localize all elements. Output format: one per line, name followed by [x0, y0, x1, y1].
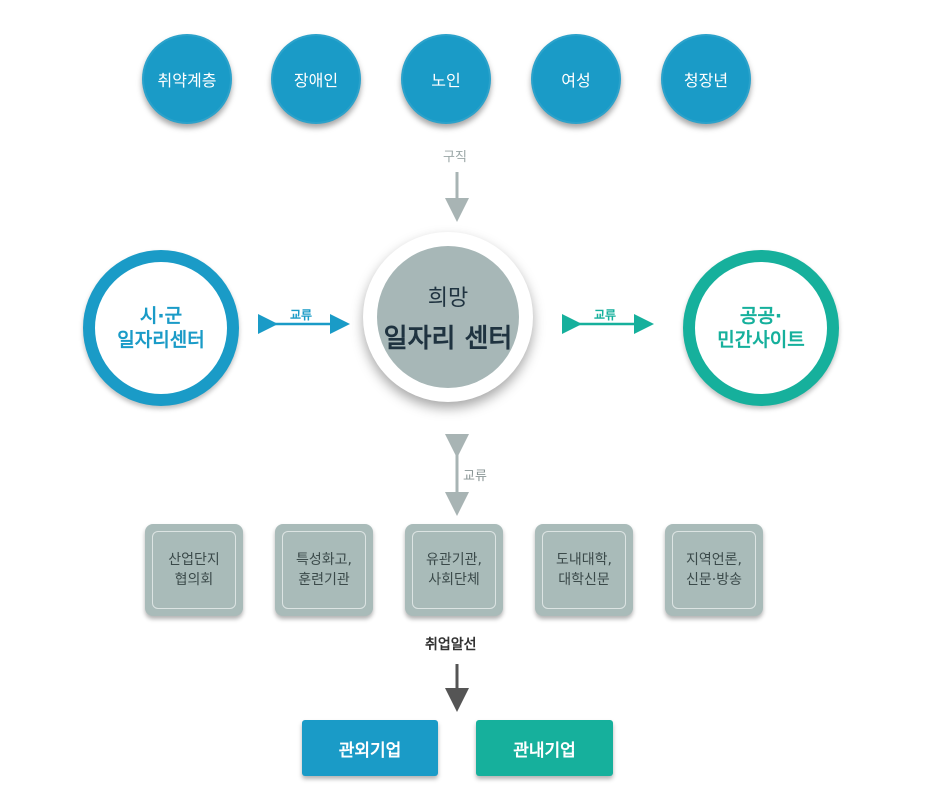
city-job-center-line2: 일자리센터 — [117, 329, 205, 351]
org-line2: 협의회 — [174, 572, 214, 588]
org-box-schools: 특성화고, 훈련기관 — [275, 524, 373, 616]
vertical-exchange-label: 교류 — [463, 469, 487, 484]
group-label: 장애인 — [293, 71, 339, 90]
inside-companies-box: 관내기업 — [476, 720, 613, 776]
group-circle-women: 여성 — [531, 34, 621, 124]
group-label: 여성 — [561, 71, 591, 90]
public-private-sites-line1: 공공· — [739, 305, 783, 327]
org-box-agencies: 유관기관, 사회단체 — [405, 524, 503, 616]
org-line1: 지역언론, — [686, 552, 742, 568]
right-exchange-label: 교류 — [594, 308, 617, 322]
org-line2: 대학신문 — [558, 572, 610, 588]
org-line1: 산업단지 — [168, 552, 220, 568]
center-hub: 희망 일자리 센터 — [377, 246, 519, 388]
group-label: 취약계층 — [157, 71, 217, 90]
org-line2: 훈련기관 — [298, 572, 350, 588]
group-circle-vulnerable: 취약계층 — [142, 34, 232, 124]
org-line2: 사회단체 — [428, 572, 480, 588]
org-line1: 유관기관, — [426, 552, 482, 568]
city-job-center-line1: 시·군 — [139, 305, 183, 327]
outside-companies-box: 관외기업 — [302, 720, 438, 776]
city-job-center: 시·군 일자리센터 — [83, 250, 239, 406]
org-box-universities: 도내대학, 대학신문 — [535, 524, 633, 616]
group-label: 청장년 — [683, 71, 729, 90]
center-title-line2: 일자리 센터 — [383, 323, 513, 354]
org-box-media: 지역언론, 신문·방송 — [665, 524, 763, 616]
org-line1: 도내대학, — [556, 552, 612, 568]
center-title-line1: 희망 — [427, 285, 469, 311]
job-placement-label: 취업알선 — [425, 637, 477, 653]
public-private-sites: 공공· 민간사이트 — [683, 250, 839, 406]
left-exchange-label: 교류 — [290, 308, 313, 322]
job-search-label: 구직 — [443, 150, 467, 165]
org-line1: 특성화고, — [296, 552, 352, 568]
org-line2: 신문·방송 — [686, 572, 742, 588]
group-label: 노인 — [431, 71, 461, 90]
group-circle-elderly: 노인 — [401, 34, 491, 124]
group-circle-youth: 청장년 — [661, 34, 751, 124]
group-circle-disabled: 장애인 — [271, 34, 361, 124]
public-private-sites-line2: 민간사이트 — [717, 329, 805, 351]
